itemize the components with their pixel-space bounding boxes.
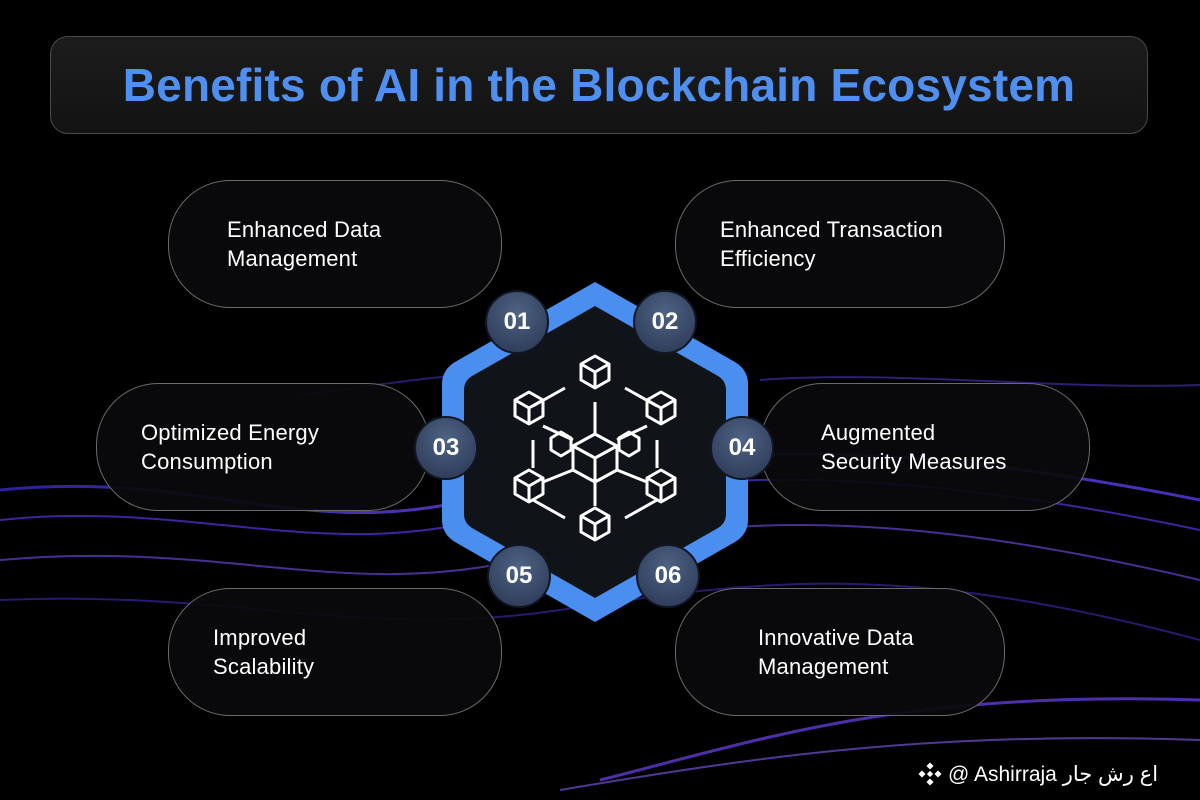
benefit-label-02: Enhanced Transaction Efficiency (720, 217, 943, 271)
benefit-label-05: Improved Scalability (213, 625, 315, 679)
benefit-card-04: Augmented Security Measures (760, 383, 1090, 511)
blockchain-cubes-icon (513, 354, 677, 542)
hexagon-core (464, 306, 726, 598)
badge-02: 02 (633, 290, 697, 354)
cube-upper-left (513, 390, 545, 426)
badge-01: 01 (485, 290, 549, 354)
binance-logo-icon (918, 762, 942, 786)
benefit-card-05: Improved Scalability (168, 588, 502, 716)
benefit-label-01: Enhanced Data Management (227, 217, 382, 271)
page-title: Benefits of AI in the Blockchain Ecosyst… (122, 59, 1076, 111)
benefit-label-06: Innovative Data Management (758, 625, 914, 679)
cube-lower-left (513, 468, 545, 504)
center-hexagon (442, 282, 748, 622)
cube-center (571, 432, 619, 484)
benefit-label-04: Augmented Security Measures (821, 420, 1007, 474)
badge-05: 05 (487, 544, 551, 608)
benefit-card-06: Innovative Data Management (675, 588, 1005, 716)
cube-upper-right (645, 390, 677, 426)
benefit-label-03: Optimized Energy Consumption (141, 420, 320, 474)
cube-top (579, 354, 611, 390)
cube-lower-right (645, 468, 677, 504)
benefit-card-03: Optimized Energy Consumption (96, 383, 430, 511)
badge-03: 03 (414, 416, 478, 480)
cube-mid-right (617, 430, 641, 458)
watermark: @ Ashirraja اع رش جار (918, 758, 1188, 790)
badge-06: 06 (636, 544, 700, 608)
watermark-text: @ Ashirraja اع رش جار (948, 762, 1159, 786)
title-banner: Benefits of AI in the Blockchain Ecosyst… (50, 36, 1148, 134)
badge-04: 04 (710, 416, 774, 480)
benefit-card-01: Enhanced Data Management (168, 180, 502, 308)
cube-mid-left (549, 430, 573, 458)
cube-bottom (579, 506, 611, 542)
benefit-card-02: Enhanced Transaction Efficiency (675, 180, 1005, 308)
